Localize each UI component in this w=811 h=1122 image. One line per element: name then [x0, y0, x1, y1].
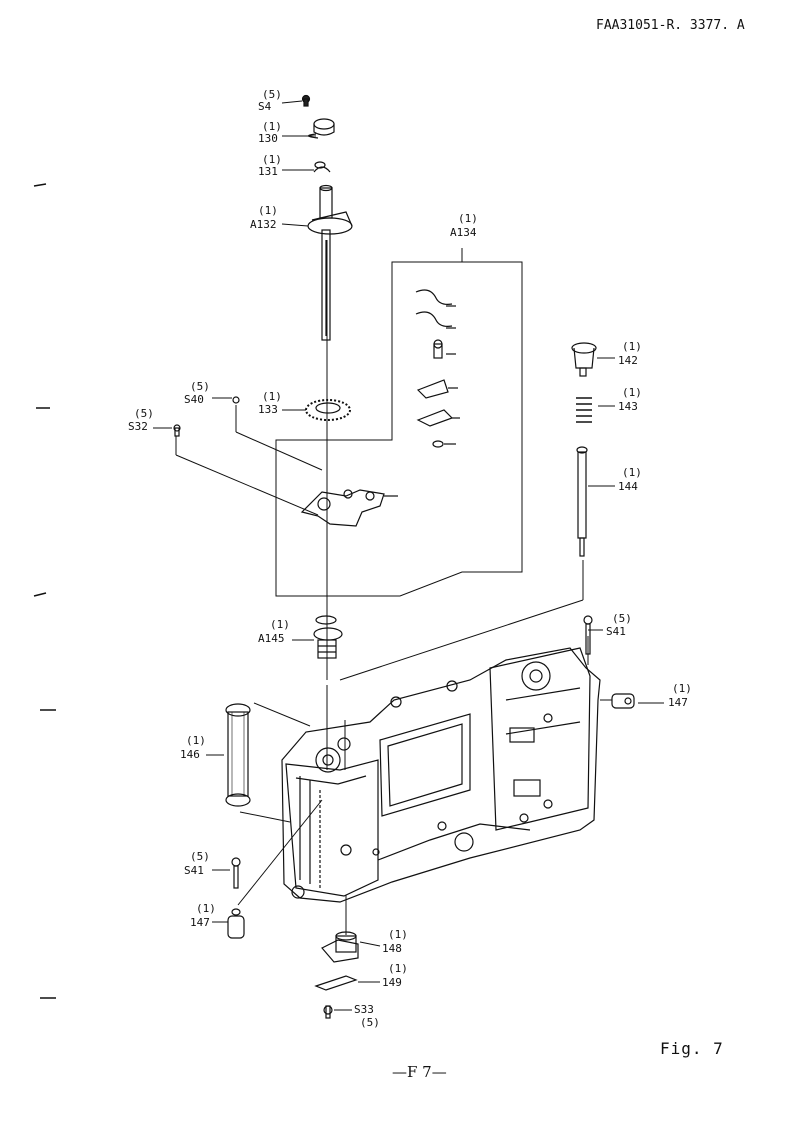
part-qty-147-right: (1) — [672, 682, 692, 695]
part-code-S41-left: S41 — [184, 864, 204, 877]
leader-lines — [153, 100, 664, 1011]
bracket-148 — [321, 931, 359, 963]
part-qty-A145: (1) — [270, 618, 290, 631]
knob-A145 — [313, 615, 343, 659]
base-plate — [300, 489, 398, 527]
pin-147-right — [611, 693, 635, 709]
part-code-146: 146 — [180, 748, 200, 761]
figure-label: Fig. 7 — [660, 1039, 724, 1058]
part-code-147-left: 147 — [190, 916, 210, 929]
part-code-148: 148 — [382, 942, 402, 955]
screw-S40 — [232, 396, 240, 404]
spring-131 — [313, 161, 331, 173]
part-qty-149: (1) — [388, 962, 408, 975]
page-number: —F 7— — [392, 1063, 447, 1081]
part-code-S33: S33 — [354, 1003, 374, 1016]
part-qty-S40: (5) — [190, 380, 210, 393]
spring-143 — [576, 397, 592, 423]
part-qty-147-left: (1) — [196, 902, 216, 915]
part-qty-A132: (1) — [258, 204, 278, 217]
part-code-143: 143 — [618, 400, 638, 413]
part-qty-133: (1) — [262, 390, 282, 403]
screw-S41-left — [231, 857, 241, 889]
part-qty-A134: (1) — [458, 212, 478, 225]
part-qty-142: (1) — [622, 340, 642, 353]
screw-S41-top — [583, 615, 593, 655]
part-qty-S41-left: (5) — [190, 850, 210, 863]
part-code-144: 144 — [618, 480, 638, 493]
shaft-A132 — [307, 184, 353, 341]
part-code-133: 133 — [258, 403, 278, 416]
lever-149 — [314, 975, 358, 991]
gear-133 — [305, 399, 351, 421]
part-qty-144: (1) — [622, 466, 642, 479]
part-code-130: 130 — [258, 132, 278, 145]
document-code: FAA31051-R. 3377. A — [596, 18, 745, 33]
part-qty-S41-top: (5) — [612, 612, 632, 625]
part-code-147-right: 147 — [668, 696, 688, 709]
pin-147-left — [227, 908, 245, 939]
shaft-144 — [576, 446, 588, 557]
part-qty-148: (1) — [388, 928, 408, 941]
part-code-S41-top: S41 — [606, 625, 626, 638]
part-code-A132: A132 — [250, 218, 277, 231]
button-142 — [571, 342, 597, 377]
part-qty-S4: (5) — [262, 88, 282, 101]
part-code-142: 142 — [618, 354, 638, 367]
part-qty-S33: (5) — [360, 1016, 380, 1029]
part-code-A134: A134 — [450, 226, 477, 239]
part-code-S4: S4 — [258, 100, 272, 113]
spring-130 — [307, 118, 335, 139]
part-code-S40: S40 — [184, 393, 204, 406]
part-code-131: 131 — [258, 165, 278, 178]
assembly-A134-parts — [415, 289, 460, 448]
part-qty-131: (1) — [262, 153, 282, 166]
screw-S33 — [323, 1005, 333, 1019]
assembly-A134-bracket — [275, 248, 523, 597]
screw-S4 — [301, 94, 311, 107]
part-code-S32: S32 — [128, 420, 148, 433]
part-qty-130: (1) — [262, 120, 282, 133]
roller-146 — [225, 703, 251, 807]
screw-S32 — [173, 424, 181, 437]
part-code-A145: A145 — [258, 632, 285, 645]
part-qty-143: (1) — [622, 386, 642, 399]
camera-body — [281, 647, 601, 903]
margin-marks — [33, 183, 56, 999]
part-qty-146: (1) — [186, 734, 206, 747]
part-qty-S32: (5) — [134, 407, 154, 420]
part-code-149: 149 — [382, 976, 402, 989]
